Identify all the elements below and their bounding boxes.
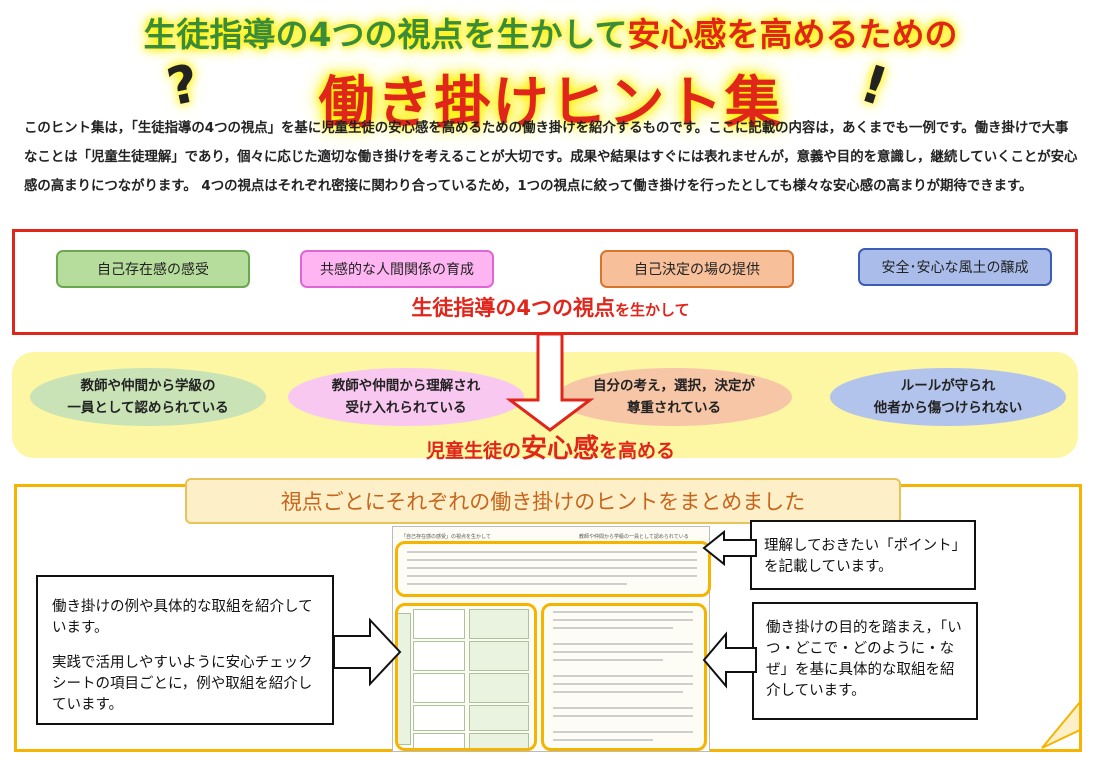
doc-text-line [553,715,693,717]
section-banner: 視点ごとにそれぞれの働き掛けのヒントをまとめました [185,478,901,524]
left-arrow-icon [702,631,757,689]
title-green-part: 生徒指導の4つの視点を生かして [143,15,628,54]
doc-cell [469,673,529,703]
outcome-accepted: 教師や仲間から理解され受け入れられている [288,368,524,426]
left-arrow-icon [702,529,757,567]
doc-text-line [407,575,697,577]
doc-text-line [553,611,693,613]
doc-cell [469,641,529,671]
note-points: 理解しておきたい「ポイント」を記載しています。 [750,520,976,590]
doc-text-line [553,619,693,621]
doc-text-line [553,675,693,677]
outcomes-caption-pre: 児童生徒の [425,440,521,462]
title-line-1: 生徒指導の4つの視点を生かして安心感を高めるための [0,8,1101,56]
doc-text-line [553,691,683,693]
doc-text-line [553,739,653,741]
outcome-line: 尊重されている [626,400,722,416]
doc-text-line [553,707,693,709]
doc-text-line [553,659,663,661]
purpose-highlight [541,603,707,751]
doc-text-line [553,643,693,645]
doc-text-line [407,551,697,553]
point-highlight [395,541,711,597]
note-examples-text-2: 実践で活用しやすいように安心チェックシートの項目ごとに，例や取組を紹介しています… [52,655,313,713]
outcomes-caption-post: を高める [599,440,676,462]
right-arrow-icon [333,617,402,687]
outcome-line: 他者から傷つけられない [873,400,1023,416]
doc-header-left: 「自己存在感の感受」の視点を生かして [401,534,491,540]
hint-sheet-thumbnail: 「自己存在感の感受」の視点を生かして 教師や仲間から学級の一員として認められてい… [392,526,711,752]
doc-cell [413,641,465,671]
outcome-protected: ルールが守られ他者から傷つけられない [830,368,1066,426]
outcome-line: 教師や仲間から理解され [331,378,481,394]
doc-text-line [407,583,627,585]
outcome-line: 教師や仲間から学級の [80,378,216,394]
perspectives-caption: 生徒指導の4つの視点を生かして [0,292,1101,322]
outcomes-caption: 児童生徒の安心感を高める [0,428,1101,465]
perspective-self-determination: 自己決定の場の提供 [600,250,794,288]
intro-paragraph: このヒント集は，「生徒指導の4つの視点」を基に児童生徒の安心感を高めるための働き… [24,121,1078,194]
folded-corner-icon [1041,699,1081,749]
doc-header-right: 教師や仲間から学級の一員として認められている [579,534,689,540]
doc-cell [469,609,529,639]
note-purpose: 働き掛けの目的を踏まえ，「いつ・どこで・どのように・なぜ」を基に具体的な取組を紹… [752,602,978,720]
outcome-line: 一員として認められている [67,400,229,416]
perspective-empathetic-relations: 共感的な人間関係の育成 [300,250,494,288]
doc-text-line [407,567,697,569]
note-examples: 働き掛けの例や具体的な取組を紹介しています。 実践で活用しやすいように安心チェッ… [36,575,334,725]
doc-cell [469,705,529,731]
perspectives-caption-suffix: を生かして [615,301,690,319]
title-red-part: 安心感を高めるための [627,15,958,54]
perspective-self-existence: 自己存在感の感受 [56,250,250,288]
doc-cell [413,705,465,731]
doc-text-line [553,627,673,629]
outcome-line: 受け入れられている [345,400,467,416]
doc-text-line [407,559,697,561]
outcome-line: ルールが守られ [900,378,996,394]
perspective-safe-climate: 安全･安心な風土の醸成 [858,248,1052,286]
perspectives-caption-main: 生徒指導の4つの視点 [411,296,616,320]
main-title: 働き掛けヒント集 [318,71,783,136]
outcome-respected: 自分の考え，選択，決定が尊重されている [556,368,792,426]
doc-text-line [553,651,693,653]
doc-cell [413,673,465,703]
outcome-recognized: 教師や仲間から学級の一員として認められている [30,368,266,426]
outcomes-caption-big: 安心感 [520,434,599,464]
doc-text-line [553,683,693,685]
examples-highlight [395,603,537,751]
doc-text-line [553,731,693,733]
doc-cell [413,609,465,639]
note-examples-text-1: 働き掛けの例や具体的な取組を紹介しています。 [52,599,313,636]
outcome-line: 自分の考え，選択，決定が [593,378,755,394]
